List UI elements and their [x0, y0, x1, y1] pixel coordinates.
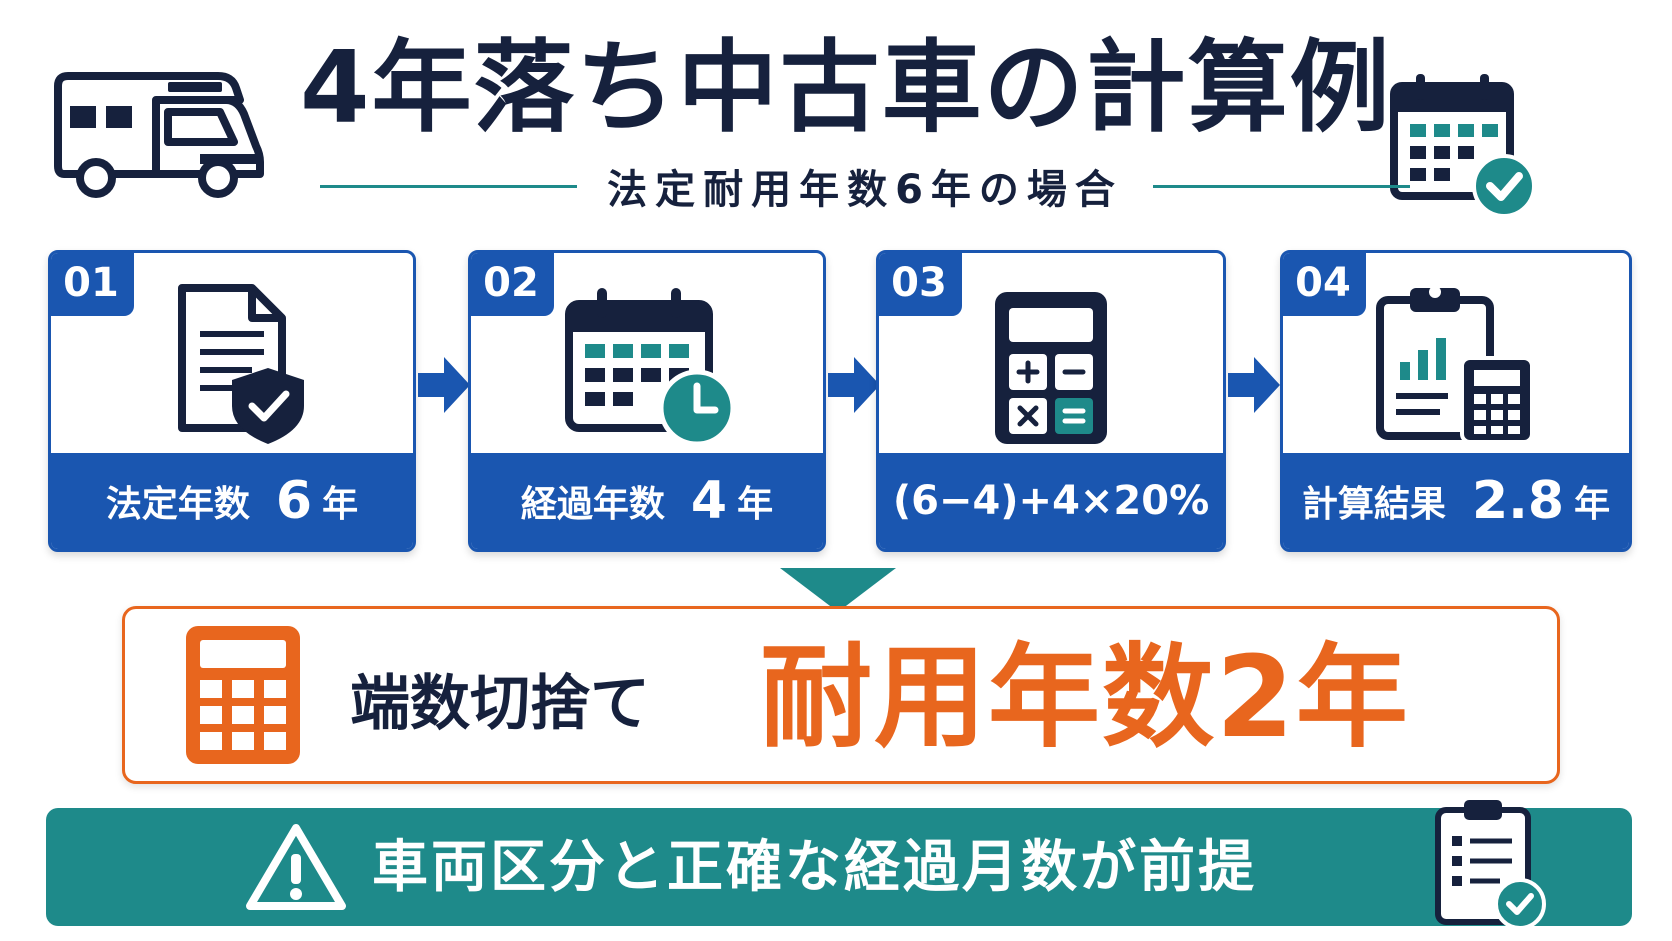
step-bar: 法定年数 6 年 — [51, 453, 413, 549]
step-card-3: 03 (6−4)+4×20% — [876, 250, 1226, 552]
result-label: 端数切捨て — [350, 669, 650, 739]
step-number: 01 — [51, 253, 134, 316]
warning-icon — [244, 820, 348, 914]
step-number: 02 — [471, 253, 554, 316]
step-bar: 経過年数 4 年 — [471, 453, 823, 549]
step-label: 計算結果 — [1301, 484, 1446, 525]
step-card-4: 04 計算結果 2.8 年 — [1280, 250, 1632, 552]
calculator-icon — [879, 273, 1223, 453]
arrow-down-icon — [780, 568, 896, 612]
step-bar: 計算結果 2.8 年 — [1283, 453, 1629, 549]
arrow-right-icon — [1228, 355, 1282, 415]
step-bar: (6−4)+4×20% — [879, 453, 1223, 549]
step-card-1: 01 法定年数 6 年 — [48, 250, 416, 552]
step-unit: 年 — [737, 484, 774, 525]
step-label: 法定年数 — [105, 484, 250, 525]
step-card-2: 02 経過年数 4 年 — [468, 250, 826, 552]
clipboard-chart-icon — [1283, 273, 1629, 453]
result-box — [122, 606, 1560, 784]
arrow-right-icon — [418, 355, 472, 415]
document-shield-icon — [51, 273, 413, 453]
calendar-clock-icon — [471, 273, 823, 453]
step-value: 2.8 — [1471, 471, 1565, 531]
step-value: 6 — [275, 471, 313, 531]
checklist-clipboard-icon — [1430, 794, 1548, 934]
calendar-check-icon — [1388, 68, 1536, 218]
step-value: 4 — [690, 471, 728, 531]
orange-calculator-icon — [182, 622, 304, 768]
subtitle-row: 法定耐用年数6年の場合 — [320, 158, 1410, 214]
subtitle: 法定耐用年数6年の場合 — [607, 167, 1123, 213]
step-number: 03 — [879, 253, 962, 316]
subtitle-line-right — [1152, 184, 1410, 188]
banner-text: 車両区分と正確な経過月数が前提 — [372, 835, 1257, 900]
camper-van-icon — [50, 66, 268, 202]
step-unit: 年 — [322, 484, 359, 525]
subtitle-line-left — [320, 184, 578, 188]
step-label: 経過年数 — [520, 484, 665, 525]
arrow-right-icon — [828, 355, 882, 415]
step-formula: (6−4)+4×20% — [892, 478, 1210, 524]
result-value: 耐用年数2年 — [760, 633, 1410, 763]
step-number: 04 — [1283, 253, 1366, 316]
page-title: 4年落ち中古車の計算例 — [300, 29, 1392, 146]
step-unit: 年 — [1574, 484, 1611, 525]
